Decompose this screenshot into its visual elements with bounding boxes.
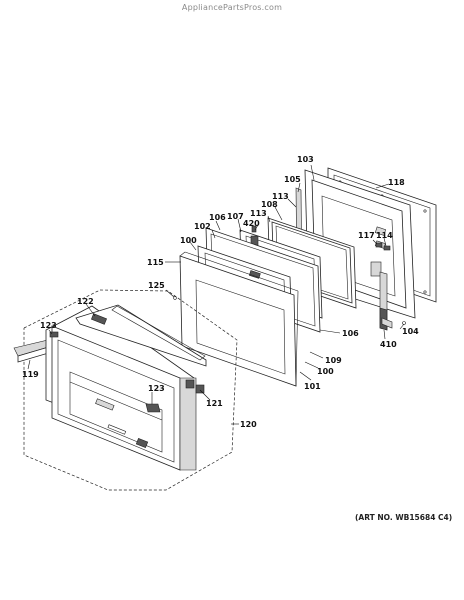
callout-119: 119 [22,370,39,379]
outer-door-panel[interactable] [45,305,197,471]
clip-123-lower[interactable] [145,403,161,413]
callout-105: 105 [284,175,301,184]
hinge-410[interactable] [379,271,393,331]
callout-113-lower: 113 [250,209,267,218]
top-trim-122[interactable] [75,304,207,367]
callout-102: 102 [194,222,211,231]
callout-123-upper: 123 [40,321,57,330]
callout-106-upper: 106 [209,213,226,222]
callout-121: 121 [206,399,223,408]
callout-125: 125 [148,281,165,290]
callout-118: 118 [388,178,405,187]
main-door-glass-100[interactable] [179,251,299,387]
callout-115: 115 [147,258,164,267]
callout-114: 114 [376,231,393,240]
clip-117-114[interactable] [375,242,391,251]
callout-123-lower: 123 [148,384,165,393]
art-number: (ART NO. WB15684 C4) [355,513,453,522]
callout-108: 108 [261,200,278,209]
callout-106-lower: 106 [342,329,359,338]
callout-labels: 103 105 118 113 108 106 107 113 420 102 … [22,155,419,429]
hinge-bracket-121[interactable] [185,379,205,394]
callout-103: 103 [297,155,314,164]
part-420[interactable] [251,225,257,233]
callout-113-upper: 113 [272,192,289,201]
clip-123-upper[interactable] [49,331,59,338]
screw-104[interactable] [402,321,406,325]
callout-104: 104 [402,327,419,336]
leader-lines [27,164,405,425]
callout-420: 420 [243,219,260,228]
callout-109: 109 [325,356,342,365]
callout-100-upper: 100 [180,236,197,245]
callout-117: 117 [358,231,375,240]
callout-120: 120 [240,420,257,429]
callout-107: 107 [227,212,244,221]
screw-125[interactable] [173,296,177,300]
callout-100-lower: 100 [317,367,334,376]
watermark: AppliancePartsPros.com [181,3,283,12]
outer-door-assembly-boundary-120 [23,289,238,491]
callout-410: 410 [380,340,397,349]
callout-122: 122 [77,297,94,306]
callout-101: 101 [304,382,321,391]
